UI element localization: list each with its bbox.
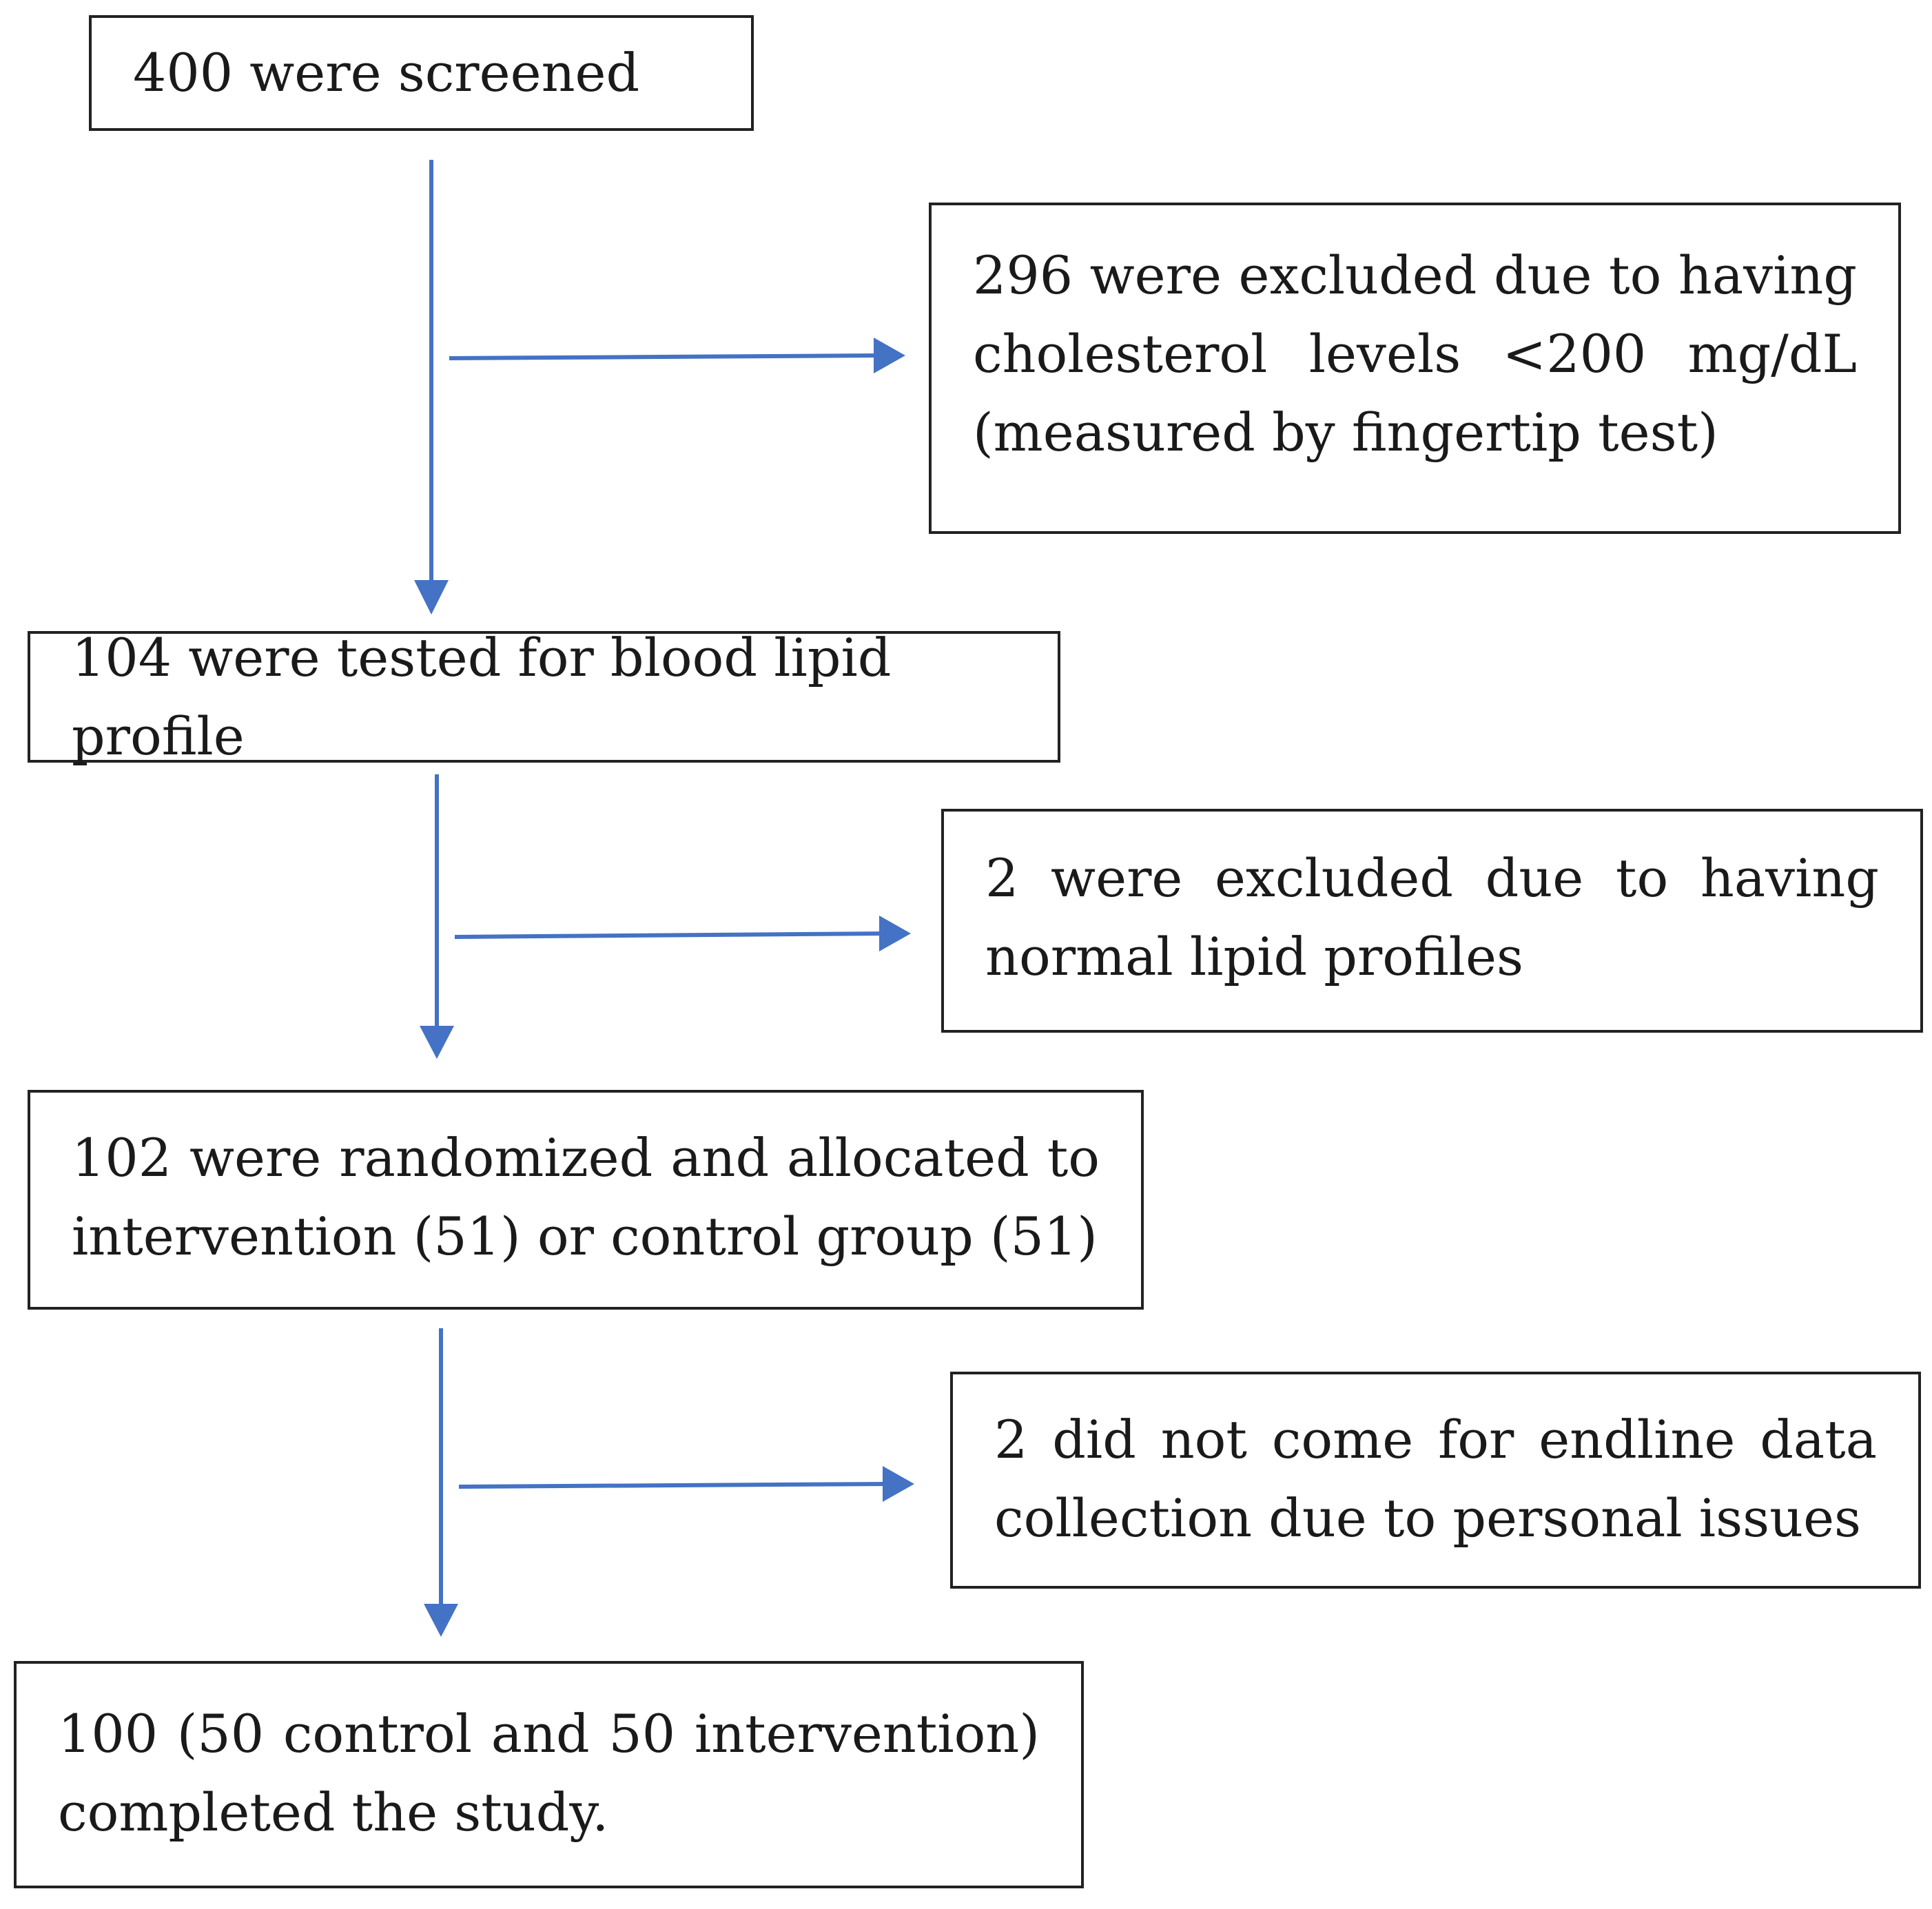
step-randomized-text: 102 were randomized and allocated to int…	[72, 1127, 1100, 1267]
arrow-to-exclusion-1	[449, 353, 879, 360]
arrow-to-exclusion-3	[458, 1482, 888, 1489]
exclusion-normal-lipid-text: 2 were excluded due to having normal lip…	[985, 847, 1879, 987]
step-completed-text: 100 (50 control and 50 intervention) com…	[58, 1703, 1040, 1843]
step-tested-text: 104 were tested for blood lipid profile	[72, 626, 892, 767]
arrowhead-tested-to-randomized	[420, 1026, 454, 1059]
arrowhead-randomized-to-completed	[424, 1604, 458, 1637]
step-tested: 104 were tested for blood lipid profile	[28, 627, 1060, 767]
exclusion-endline-text: 2 did not come for endline data collecti…	[994, 1409, 1877, 1549]
arrowhead-to-exclusion-2	[879, 916, 911, 951]
step-completed: 100 (50 control and 50 intervention) com…	[14, 1661, 1084, 1888]
exclusion-cholesterol-text: 296 were excluded due to having choleste…	[973, 245, 1857, 463]
step-screened-text: 400 were screened	[133, 42, 640, 103]
arrow-to-exclusion-2	[454, 931, 885, 939]
arrowhead-to-exclusion-1	[874, 338, 905, 373]
arrowhead-to-exclusion-3	[883, 1466, 914, 1502]
step-randomized: 102 were randomized and allocated to int…	[28, 1090, 1144, 1310]
arrowhead-screened-to-tested	[414, 580, 449, 615]
exclusion-cholesterol: 296 were excluded due to having choleste…	[929, 203, 1901, 534]
step-screened: 400 were screened	[89, 15, 754, 131]
exclusion-normal-lipid: 2 were excluded due to having normal lip…	[941, 809, 1923, 1033]
exclusion-endline: 2 did not come for endline data collecti…	[950, 1372, 1921, 1589]
